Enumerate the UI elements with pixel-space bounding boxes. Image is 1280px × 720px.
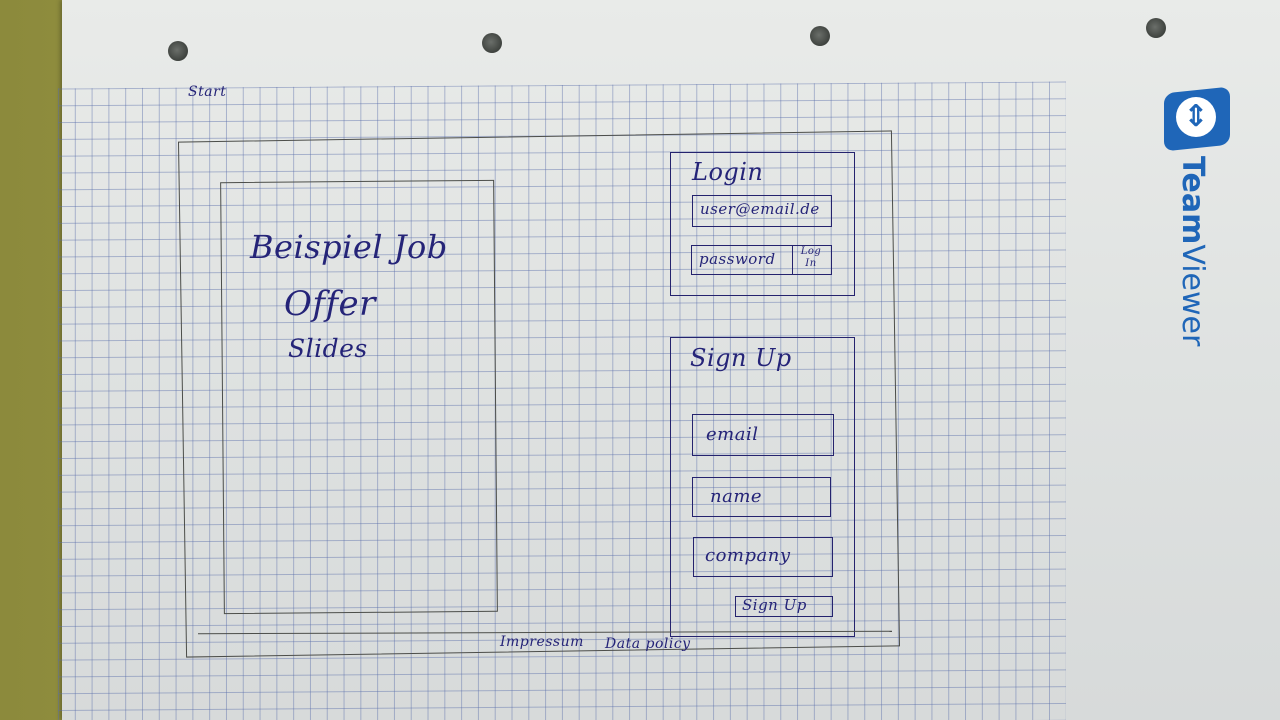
slides-title-line3: Slides — [288, 334, 368, 363]
login-box — [670, 152, 855, 296]
user-email-placeholder: user@email.de — [700, 200, 820, 218]
logo-circle — [1176, 97, 1216, 137]
double-arrow-icon: ⇕ — [1183, 99, 1209, 134]
punch-hole — [168, 41, 188, 61]
login-title: Login — [692, 158, 764, 186]
login-button[interactable] — [792, 245, 832, 275]
signup-company-placeholder: company — [705, 545, 791, 566]
slides-title-line1: Beispiel Job — [250, 228, 448, 266]
punch-hole — [1146, 18, 1166, 38]
signup-box — [670, 337, 855, 637]
punch-hole — [810, 26, 830, 46]
password-placeholder: password — [699, 250, 776, 268]
signup-email-placeholder: email — [706, 424, 759, 445]
signup-button[interactable] — [735, 596, 833, 617]
teamviewer-wordmark: TeamViewer — [1175, 156, 1210, 347]
teamviewer-logo: ⇕ TeamViewer — [1098, 86, 1230, 370]
user-email-input[interactable] — [692, 195, 832, 227]
punch-hole — [482, 33, 502, 53]
impressum-link[interactable]: Impressum — [500, 634, 584, 650]
signup-name-placeholder: name — [710, 486, 763, 507]
signup-email-input[interactable] — [692, 414, 834, 456]
login-button-label: Log In — [800, 246, 822, 269]
signup-company-input[interactable] — [693, 537, 833, 577]
start-label: Start — [188, 84, 227, 100]
graph-paper-sheet — [62, 0, 1280, 720]
data-policy-link[interactable]: Data policy — [605, 636, 691, 652]
slides-title-line2: Offer — [284, 284, 376, 324]
signup-title: Sign Up — [690, 344, 792, 372]
signup-button-label: Sign Up — [742, 596, 807, 614]
signup-name-input[interactable] — [692, 477, 831, 517]
